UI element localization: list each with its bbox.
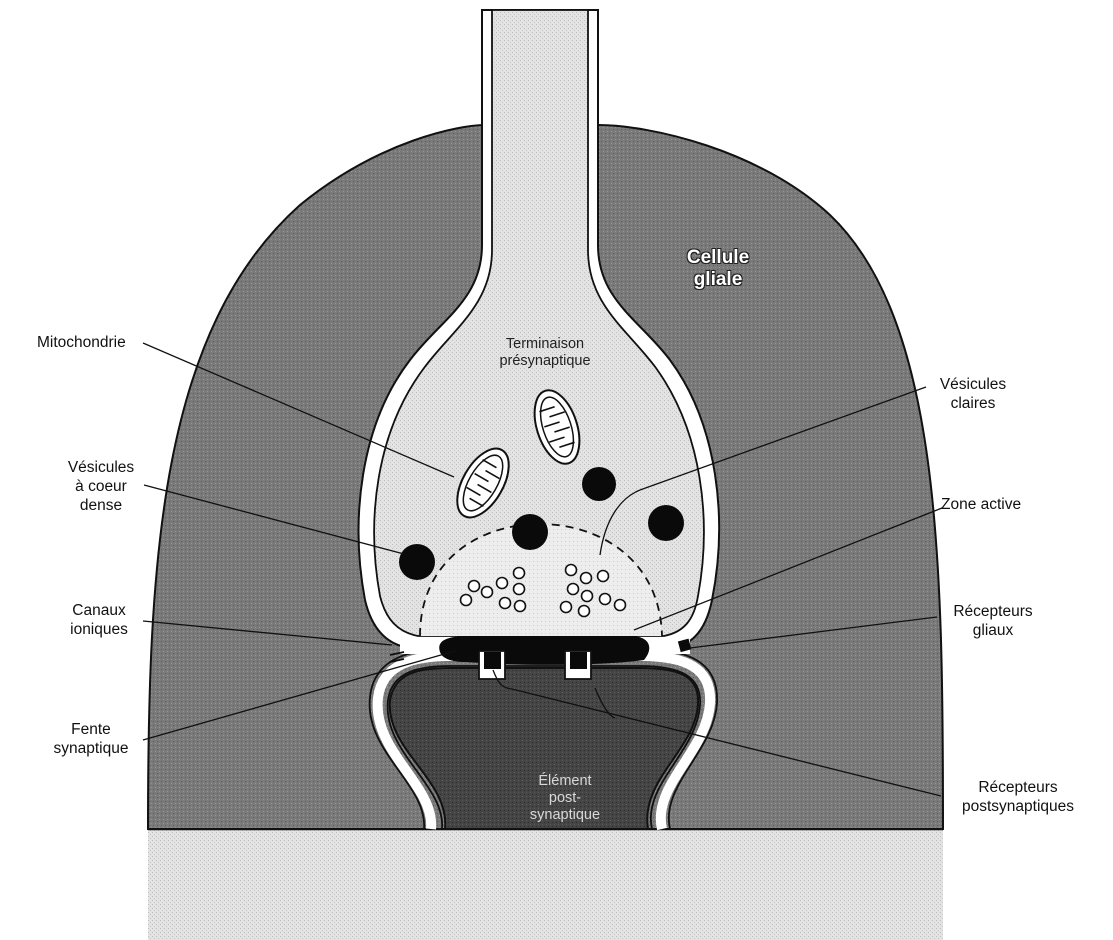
label-postsynaptic-receptors-line1: Récepteurs	[943, 778, 1093, 797]
label-synaptic-cleft-line1: Fente	[40, 720, 142, 739]
label-dense-core-vesicles: Vésicules à coeur dense	[56, 458, 146, 515]
label-ion-channels-line1: Canaux	[56, 601, 142, 620]
label-postsynaptic-receptors-line2: postsynaptiques	[943, 797, 1093, 816]
label-active-zone: Zone active	[941, 495, 1021, 514]
dense-core-vesicle	[582, 467, 616, 501]
label-dense-core-vesicles-line2: à coeur	[56, 477, 146, 496]
label-postsynaptic-receptors: Récepteurs postsynaptiques	[943, 778, 1093, 816]
label-dense-core-vesicles-line1: Vésicules	[56, 458, 146, 477]
label-postsynaptic: Élément post- synaptique	[510, 773, 620, 824]
label-glial-receptors-line1: Récepteurs	[940, 602, 1046, 621]
label-presynaptic-line2: présynaptique	[499, 353, 590, 369]
label-clear-vesicles-line2: claires	[930, 394, 1016, 413]
label-glial-cell: Cellule gliale	[663, 247, 773, 291]
label-postsynaptic-line2: post-	[549, 790, 581, 806]
label-presynaptic: Terminaison présynaptique	[470, 336, 620, 370]
label-active-zone-line1: Zone active	[941, 495, 1021, 514]
label-clear-vesicles-line1: Vésicules	[930, 375, 1016, 394]
label-ion-channels: Canaux ioniques	[56, 601, 142, 639]
label-postsynaptic-line1: Élément	[538, 773, 591, 789]
label-ion-channels-line2: ioniques	[56, 620, 142, 639]
label-dense-core-vesicles-line3: dense	[56, 496, 146, 515]
dense-core-vesicle	[399, 544, 435, 580]
label-synaptic-cleft-line2: synaptique	[40, 739, 142, 758]
label-postsynaptic-line3: synaptique	[530, 807, 600, 823]
label-glial-cell-line1: Cellule	[687, 247, 749, 268]
postsynaptic-receptor	[570, 652, 587, 669]
label-presynaptic-line1: Terminaison	[506, 336, 584, 352]
dense-core-vesicle	[512, 514, 548, 550]
label-glial-receptors: Récepteurs gliaux	[940, 602, 1046, 640]
label-glial-cell-line2: gliale	[694, 269, 743, 290]
label-synaptic-cleft: Fente synaptique	[40, 720, 142, 758]
substrate	[148, 829, 943, 940]
label-glial-receptors-line2: gliaux	[940, 621, 1046, 640]
label-mitochondria: Mitochondrie	[37, 333, 126, 352]
label-clear-vesicles: Vésicules claires	[930, 375, 1016, 413]
active-zone	[439, 636, 649, 665]
dense-core-vesicle	[648, 505, 684, 541]
label-mitochondria-line1: Mitochondrie	[37, 333, 126, 352]
postsynaptic-receptor	[484, 652, 501, 669]
